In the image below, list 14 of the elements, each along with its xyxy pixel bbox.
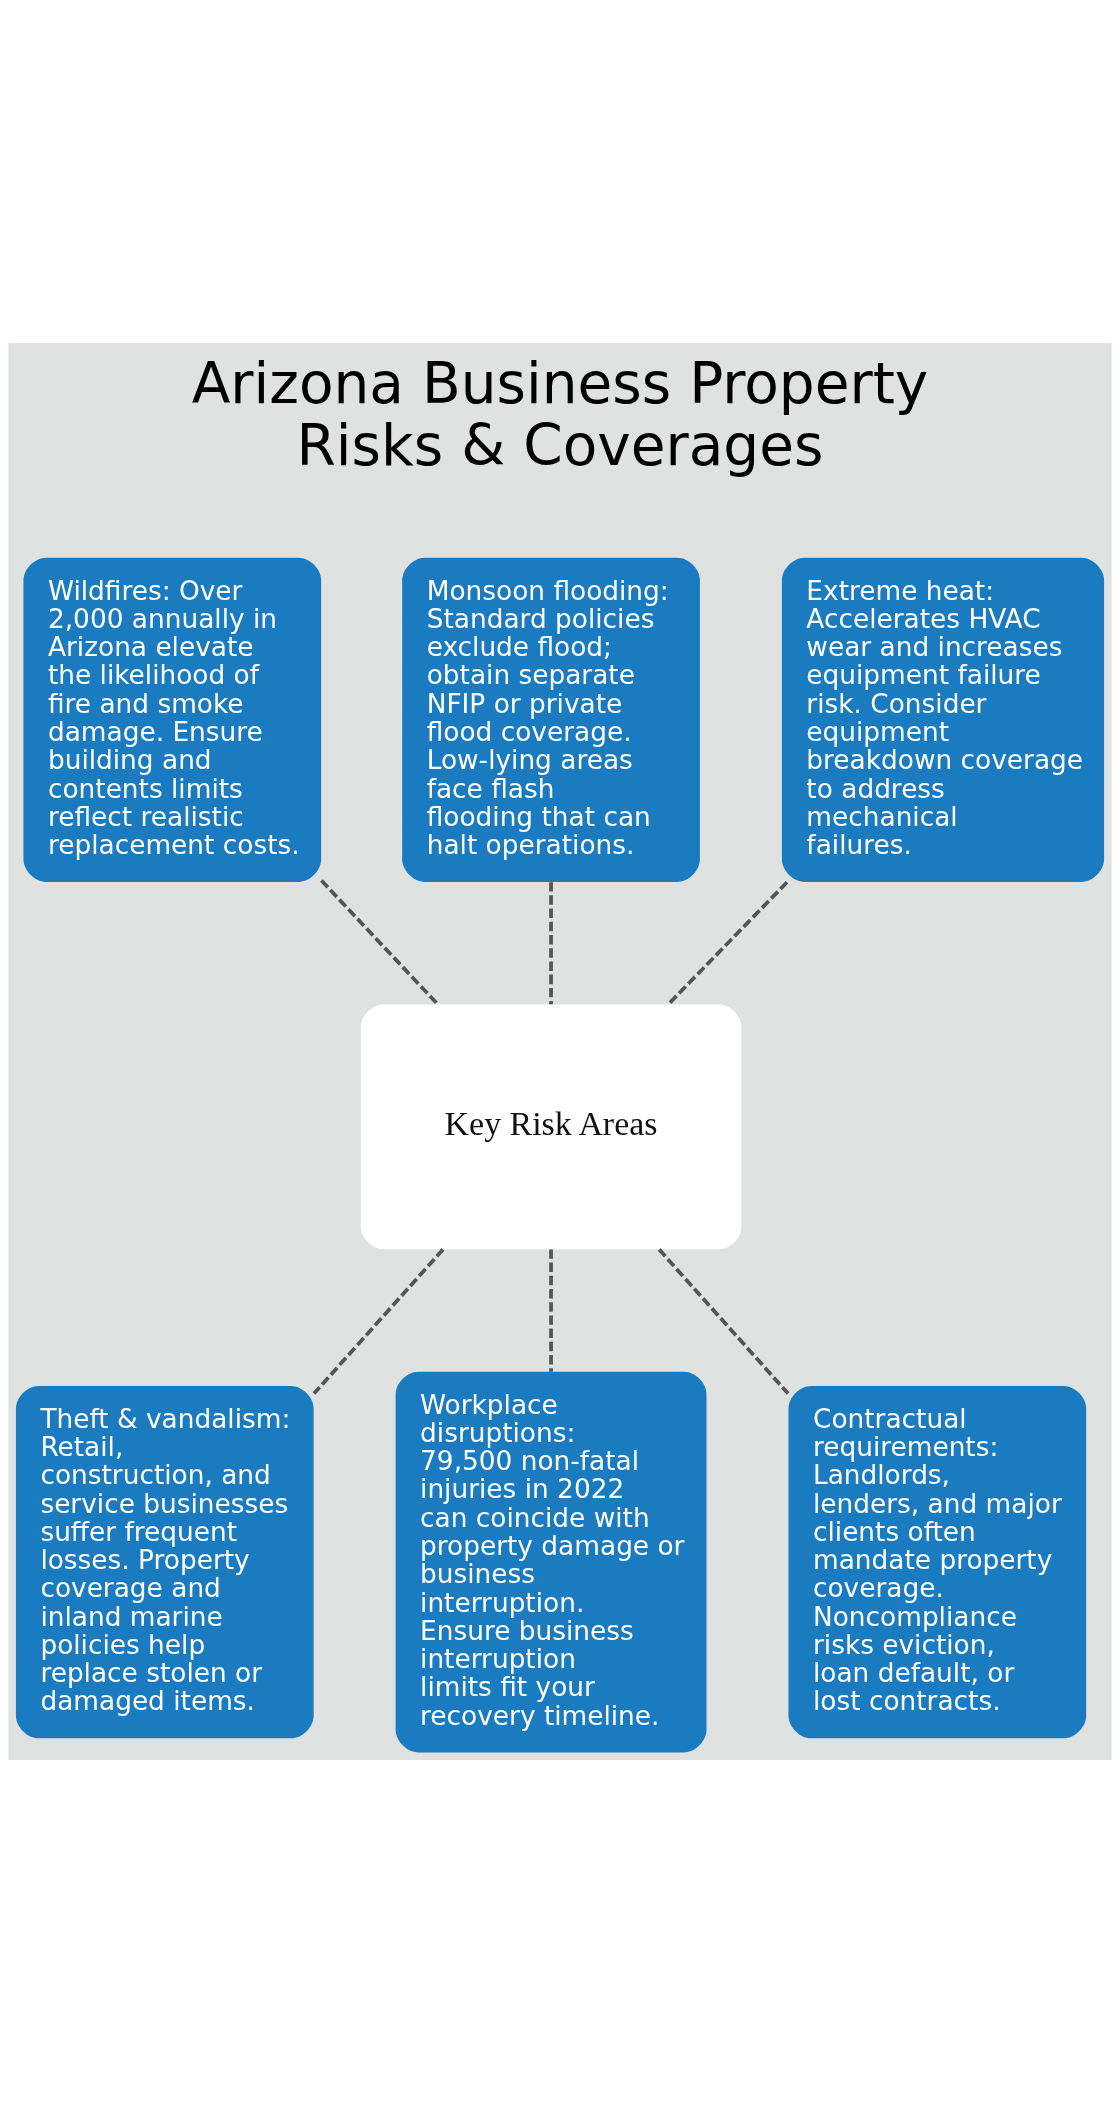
connector — [657, 1247, 790, 1395]
connector — [312, 1247, 445, 1395]
node-box: Extreme heat: Accelerates HVAC wear and increases equipment failure risk. Consider equipment breakdown coverage to address mechanical failures. — [781, 557, 1105, 882]
node-box: Contractual requirements: Landlords, lenders, and major clients often mandate property coverage. Noncompliance risks eviction, loan default, or lost contracts. — [788, 1385, 1087, 1738]
node-box: Workplace disruptions: 79,500 non-fatal injuries in 2022 can coincide with property damage or business interruption. Ensure business interruption limits fit your recovery timeline. — [395, 1371, 707, 1752]
connector — [667, 880, 789, 1005]
diagram-title: Arizona Business Property Risks & Coverages — [191, 350, 929, 478]
connector — [549, 1249, 553, 1372]
node-box: Theft & vandalism: Retail, construction, and service businesses suffer frequent losses. Property coverage and inland marine policies help replace stolen or damaged items. — [15, 1385, 314, 1738]
node-box: Monsoon flooding: Standard policies exclude flood; obtain separate NFIP or private flood coverage. Low-lying areas face flash flooding that can halt operations. — [402, 557, 700, 882]
node-box: Key Risk Areas — [360, 1003, 742, 1249]
connector — [320, 878, 440, 1006]
node-box: Wildfires: Over 2,000 annually in Arizona elevate the likelihood of fire and smoke damage. Ensure building and contents limits reflect realistic replacement costs. — [23, 557, 322, 882]
connector — [549, 881, 553, 1004]
